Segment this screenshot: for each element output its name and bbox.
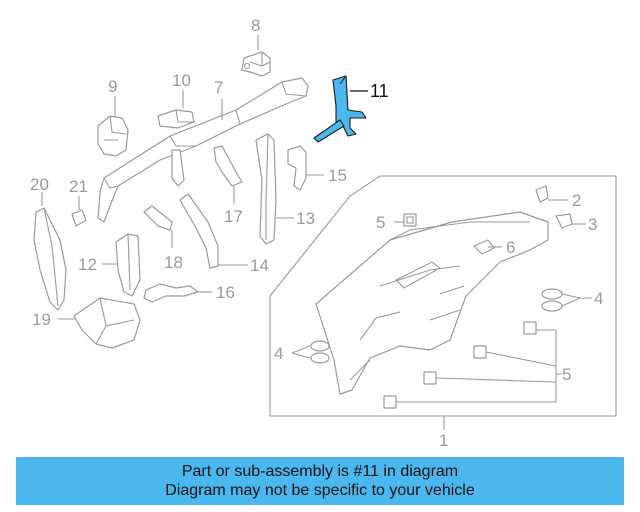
part-9[interactable] <box>97 115 129 157</box>
part-8[interactable] <box>241 51 271 77</box>
leader-4a <box>561 293 592 307</box>
callout-9[interactable]: 9 <box>108 77 117 96</box>
callout-3[interactable]: 3 <box>588 215 597 234</box>
callout-7[interactable]: 7 <box>214 78 223 97</box>
part-12[interactable] <box>115 233 141 297</box>
callout-14[interactable]: 14 <box>250 256 269 275</box>
callout-21[interactable]: 21 <box>69 177 88 196</box>
callout-12[interactable]: 12 <box>78 255 97 274</box>
part-10[interactable] <box>157 109 195 129</box>
callout-13[interactable]: 13 <box>296 209 315 228</box>
banner-line-2: Diagram may not be specific to your vehi… <box>165 482 475 499</box>
callout-1[interactable]: 1 <box>439 431 448 450</box>
callout-19[interactable]: 19 <box>32 310 51 329</box>
callout-2[interactable]: 2 <box>572 191 581 210</box>
callout-20[interactable]: 20 <box>30 175 49 194</box>
leader-5b <box>396 329 562 403</box>
part-11-highlighted[interactable] <box>313 75 367 143</box>
part-15[interactable] <box>287 145 307 191</box>
part-2[interactable] <box>535 185 549 203</box>
part-4-plugs-right[interactable] <box>541 288 563 312</box>
callout-5a[interactable]: 5 <box>376 213 385 232</box>
callout-16[interactable]: 16 <box>216 283 235 302</box>
part-5-clip-top[interactable] <box>403 213 417 227</box>
info-banner: Part or sub-assembly is #11 in diagram D… <box>16 457 624 505</box>
callout-5b[interactable]: 5 <box>562 365 571 384</box>
part-13[interactable] <box>255 133 277 245</box>
callout-17[interactable]: 17 <box>224 207 243 226</box>
part-1-box[interactable] <box>269 175 617 417</box>
callout-11[interactable]: 11 <box>370 81 389 101</box>
part-18[interactable] <box>143 205 173 231</box>
leader-4b <box>291 345 311 359</box>
part-14[interactable] <box>179 193 219 269</box>
part-17[interactable] <box>213 145 243 187</box>
part-7[interactable] <box>97 77 309 223</box>
callout-15[interactable]: 15 <box>328 166 347 185</box>
part-21[interactable] <box>71 209 87 227</box>
part-6[interactable] <box>473 239 495 255</box>
parts-diagram: 8 7 9 10 11 20 21 17 <box>30 16 617 450</box>
part-4-plugs-left[interactable] <box>310 340 330 364</box>
part-3[interactable] <box>555 213 573 229</box>
callout-4b[interactable]: 4 <box>274 344 283 363</box>
part-20[interactable] <box>33 207 67 311</box>
part-19[interactable] <box>73 297 141 349</box>
banner-line-1: Part or sub-assembly is #11 in diagram <box>181 463 459 480</box>
callout-4a[interactable]: 4 <box>594 289 603 308</box>
callout-18[interactable]: 18 <box>164 253 183 272</box>
part-16[interactable] <box>143 283 199 303</box>
callout-10[interactable]: 10 <box>172 71 191 90</box>
callout-6[interactable]: 6 <box>506 238 515 257</box>
callout-8[interactable]: 8 <box>251 16 260 35</box>
